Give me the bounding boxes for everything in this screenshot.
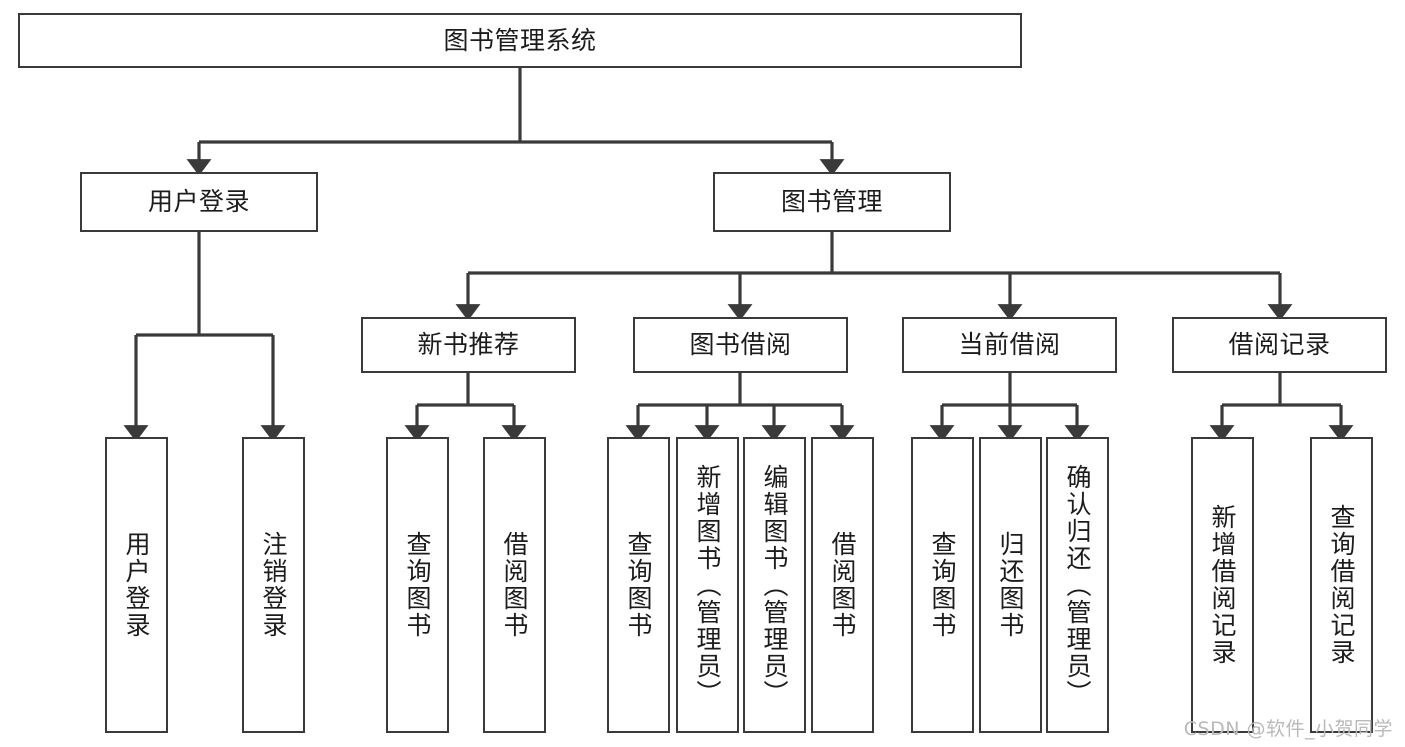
node-label: 查询图书 <box>403 531 432 639</box>
node-leaf-user-login[interactable]: 用户登录 <box>105 437 168 733</box>
node-label: 查询图书 <box>928 531 957 639</box>
node-leaf-query-book-recommend[interactable]: 查询图书 <box>386 437 449 733</box>
node-label: 确认归还（管理员） <box>1063 463 1092 707</box>
node-label: 查询图书 <box>624 531 653 639</box>
node-current-borrow[interactable]: 当前借阅 <box>902 317 1117 373</box>
node-leaf-edit-book[interactable]: 编辑图书（管理员） <box>743 437 806 733</box>
node-new-book-recommend[interactable]: 新书推荐 <box>361 317 576 373</box>
node-label: 借阅图书 <box>500 531 529 639</box>
node-label: 当前借阅 <box>958 330 1061 359</box>
node-leaf-return-book[interactable]: 归还图书 <box>979 437 1042 733</box>
node-label: 图书借阅 <box>689 330 792 359</box>
node-leaf-query-book-current[interactable]: 查询图书 <box>911 437 974 733</box>
node-leaf-add-borrow-record[interactable]: 新增借阅记录 <box>1191 437 1254 733</box>
node-label: 图书管理 <box>780 187 883 216</box>
node-leaf-add-book[interactable]: 新增图书（管理员） <box>676 437 739 733</box>
node-label: 新书推荐 <box>417 330 520 359</box>
node-book-borrow[interactable]: 图书借阅 <box>633 317 848 373</box>
node-label: 新增借阅记录 <box>1208 504 1237 666</box>
node-leaf-query-borrow-record[interactable]: 查询借阅记录 <box>1310 437 1373 733</box>
node-leaf-borrow-book[interactable]: 借阅图书 <box>811 437 874 733</box>
node-label: 注销登录 <box>259 531 288 639</box>
node-label: 查询借阅记录 <box>1327 504 1356 666</box>
node-root-book-management-system[interactable]: 图书管理系统 <box>18 13 1022 68</box>
node-label: 新增图书（管理员） <box>693 463 722 707</box>
node-label: 借阅图书 <box>828 531 857 639</box>
node-label: 借阅记录 <box>1228 330 1331 359</box>
watermark-text: CSDN @软件_小贺同学 <box>1183 718 1393 740</box>
node-label: 用户登录 <box>147 187 250 216</box>
node-label: 归还图书 <box>996 531 1025 639</box>
node-leaf-logout[interactable]: 注销登录 <box>242 437 305 733</box>
node-leaf-confirm-return[interactable]: 确认归还（管理员） <box>1046 437 1109 733</box>
node-book-management[interactable]: 图书管理 <box>713 172 951 232</box>
node-label: 图书管理系统 <box>443 25 597 55</box>
node-user-login[interactable]: 用户登录 <box>80 172 318 232</box>
node-label: 编辑图书（管理员） <box>760 463 789 707</box>
node-label: 用户登录 <box>122 531 151 639</box>
node-borrow-record[interactable]: 借阅记录 <box>1172 317 1387 373</box>
node-leaf-query-book-borrow[interactable]: 查询图书 <box>607 437 670 733</box>
node-leaf-borrow-book-recommend[interactable]: 借阅图书 <box>483 437 546 733</box>
